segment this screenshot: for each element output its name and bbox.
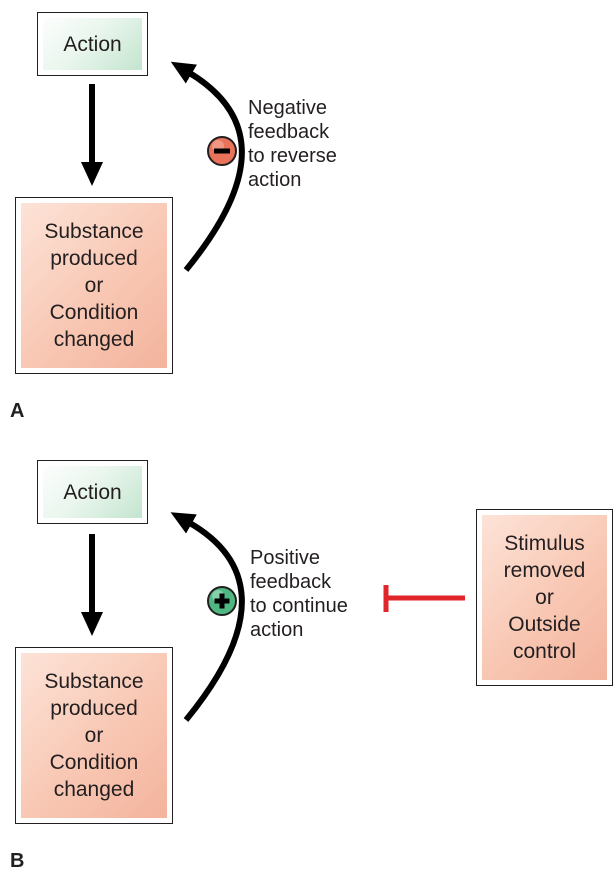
feedback-label: Negative feedback to reverse action [248,97,337,191]
action-box: Action [37,460,148,524]
panel-b: Action Substance produced or Condition c… [0,450,615,873]
action-box: Action [37,12,148,76]
feedback-arrow [170,61,245,272]
positive-sign-icon [207,586,237,616]
result-box: Substance produced or Condition changed [15,647,173,824]
panel-b-arrows [81,512,465,722]
panel-a: Action Substance produced or Condition c… [10,12,337,422]
feedback-label: Positive feedback to continue action [250,547,348,641]
panel-label: B [10,850,25,872]
result-box: Substance produced or Condition changed [15,197,173,374]
inhibitor-line [383,585,465,612]
panel-a-arrows [81,61,245,272]
panel-label: A [10,400,25,422]
stimulus-box: Stimulus removed or Outside control [476,509,613,686]
feedback-arrow [170,512,245,722]
negative-sign-icon [207,136,237,166]
